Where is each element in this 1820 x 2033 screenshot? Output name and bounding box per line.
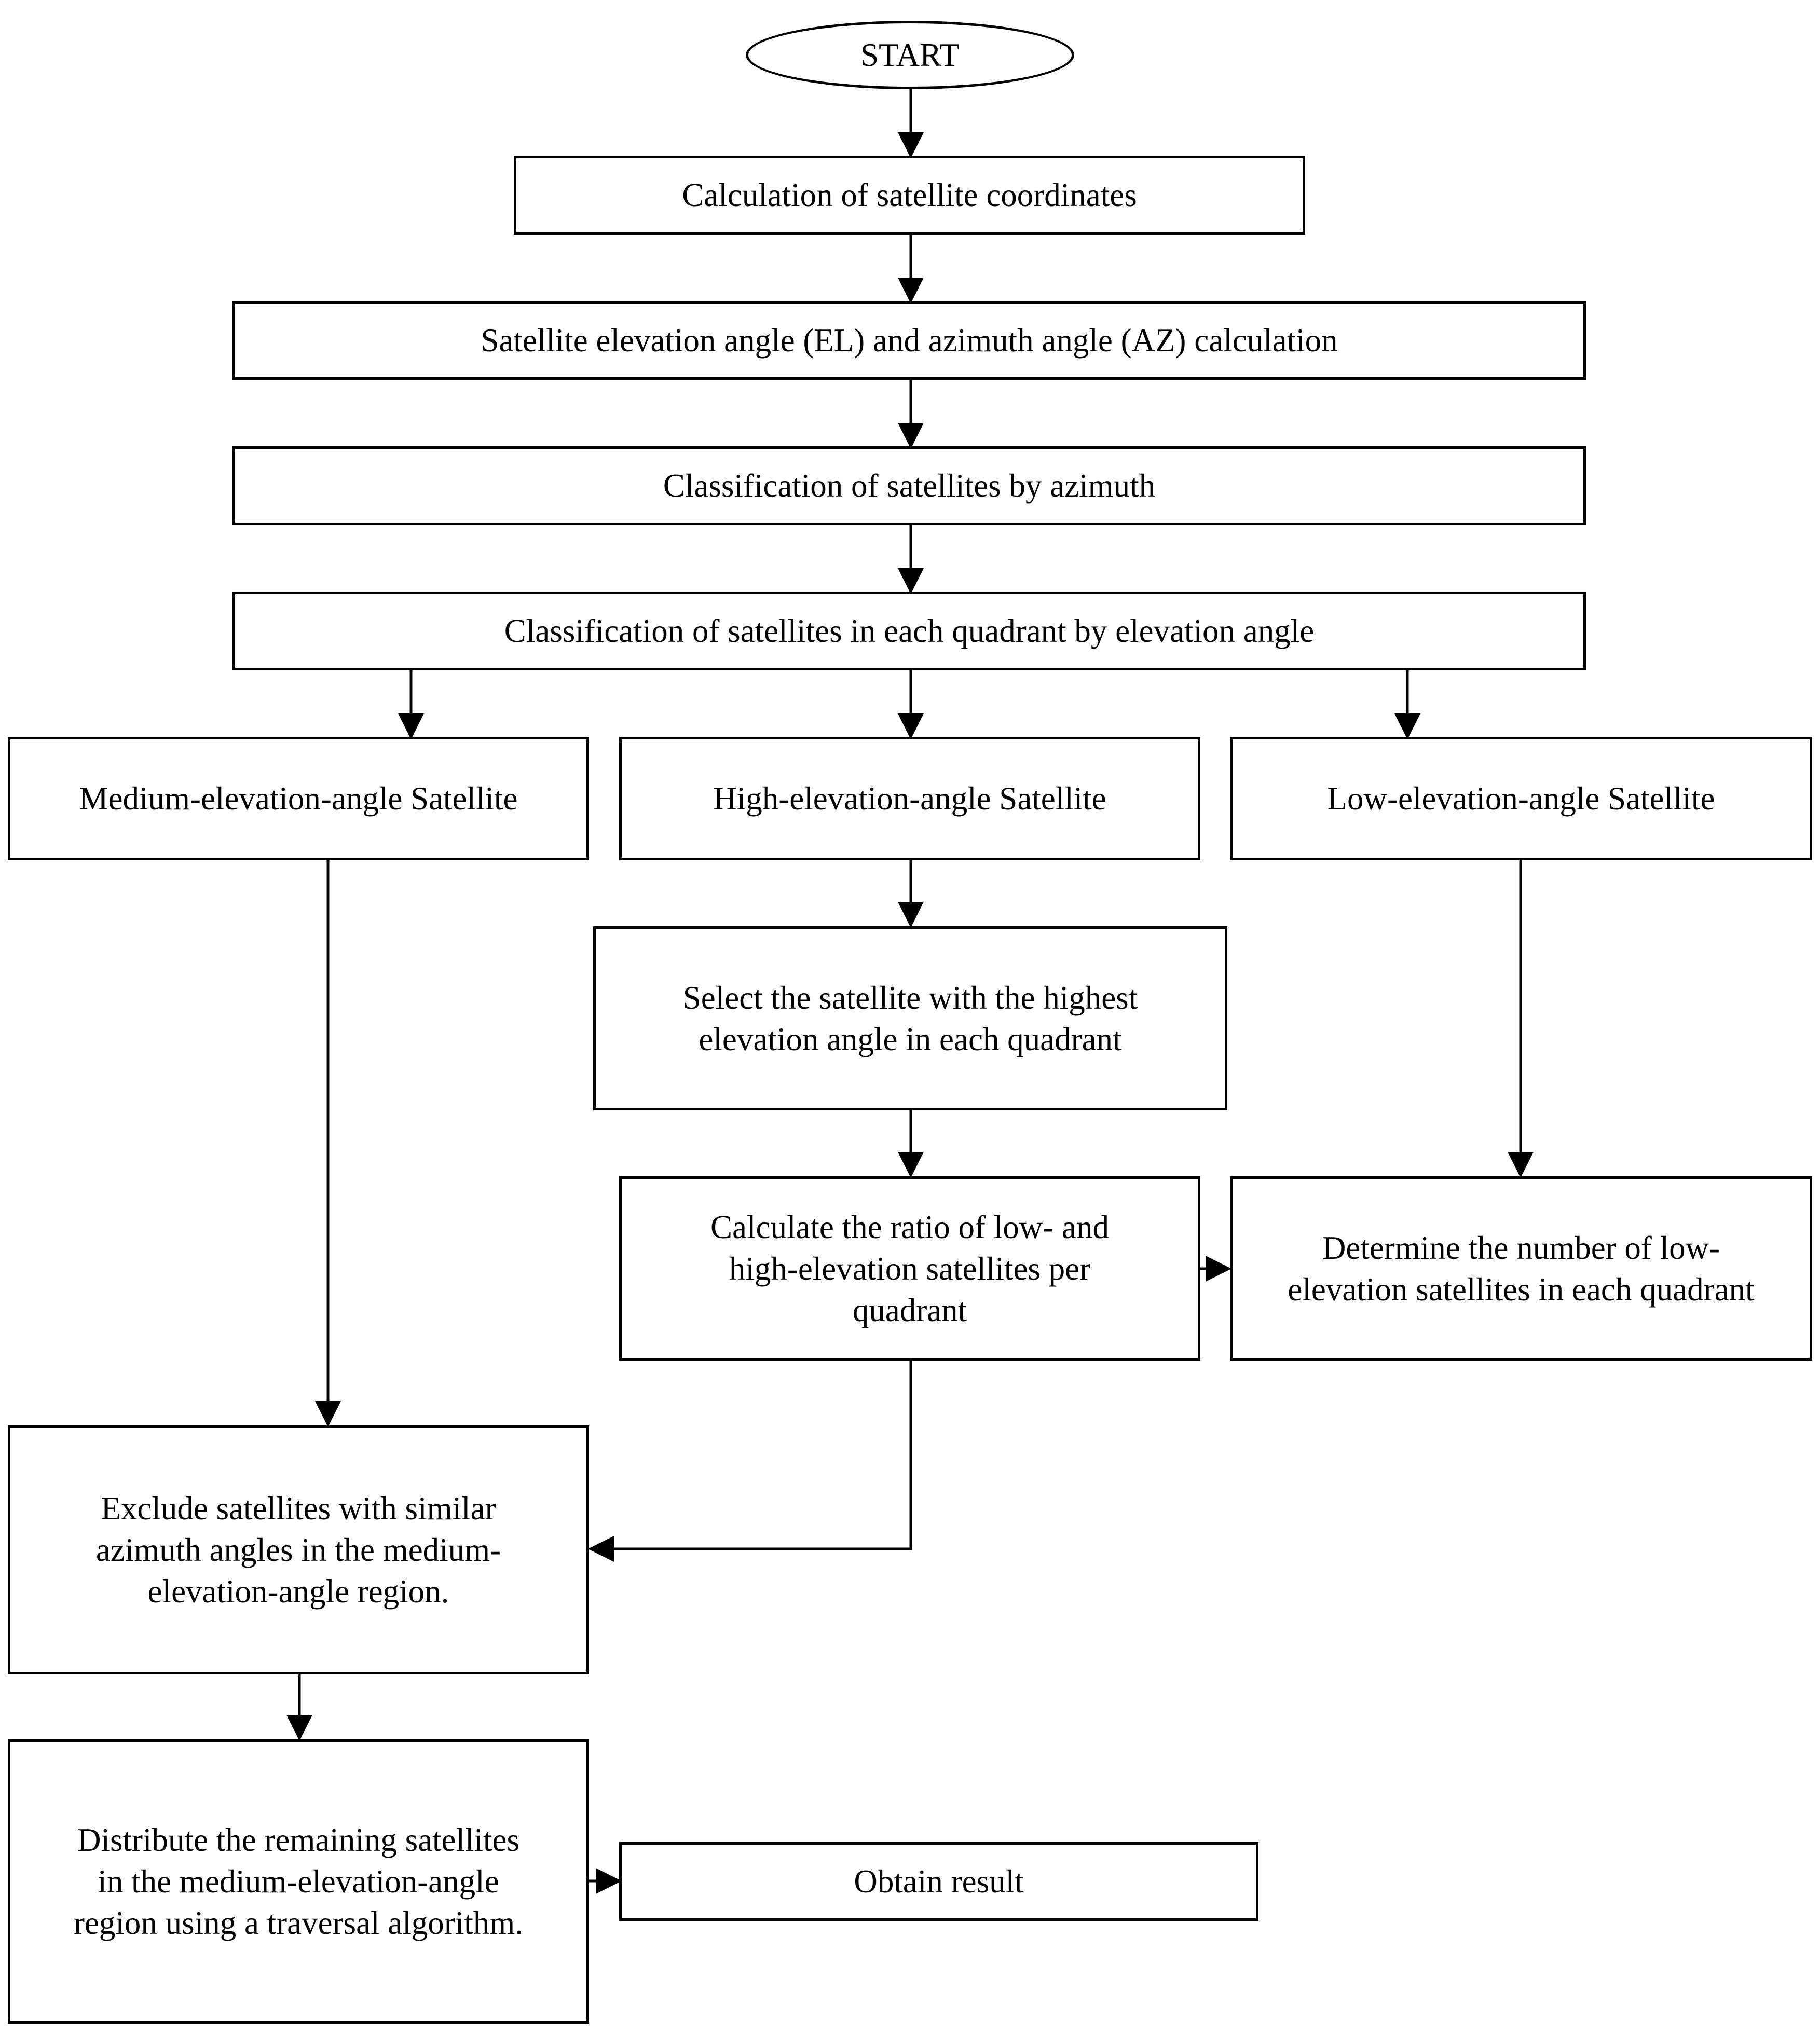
medium-elevation-label: Medium-elevation-angle Satellite [79,780,518,817]
select-highest-box: Select the satellite with the highest el… [593,926,1227,1110]
distribute-remaining-box: Distribute the remaining satellites in t… [8,1739,589,2024]
distribute-remaining-label: Distribute the remaining satellites in t… [73,1822,523,1941]
elevation-azimuth-box: Satellite elevation angle (EL) and azimu… [232,301,1586,380]
calculate-ratio-box: Calculate the ratio of low- and high-ele… [619,1176,1200,1361]
classify-elevation-box: Classification of satellites in each qua… [232,592,1586,670]
determine-low-box: Determine the number of low- elevation s… [1230,1176,1812,1361]
calculate-coordinates-label: Calculation of satellite coordinates [682,177,1137,213]
classify-azimuth-box: Classification of satellites by azimuth [232,446,1586,525]
obtain-result-box: Obtain result [619,1842,1258,1921]
determine-low-label: Determine the number of low- elevation s… [1288,1229,1755,1308]
elevation-azimuth-label: Satellite elevation angle (EL) and azimu… [481,322,1338,359]
medium-elevation-box: Medium-elevation-angle Satellite [8,737,589,860]
select-highest-label: Select the satellite with the highest el… [682,979,1138,1057]
high-elevation-box: High-elevation-angle Satellite [619,737,1200,860]
high-elevation-label: High-elevation-angle Satellite [713,780,1106,817]
start-label: START [860,37,960,73]
classify-elevation-label: Classification of satellites in each qua… [504,613,1315,649]
start-terminal: START [746,21,1074,89]
classify-azimuth-label: Classification of satellites by azimuth [663,468,1156,504]
low-elevation-box: Low-elevation-angle Satellite [1230,737,1812,860]
calculate-coordinates-box: Calculation of satellite coordinates [514,156,1305,235]
calculate-ratio-label: Calculate the ratio of low- and high-ele… [710,1208,1109,1328]
obtain-result-label: Obtain result [854,1863,1024,1900]
exclude-similar-box: Exclude satellites with similar azimuth … [8,1425,589,1674]
low-elevation-label: Low-elevation-angle Satellite [1327,780,1715,817]
arrow-ratio-to-exclude [588,1361,912,1562]
exclude-similar-label: Exclude satellites with similar azimuth … [95,1490,501,1610]
